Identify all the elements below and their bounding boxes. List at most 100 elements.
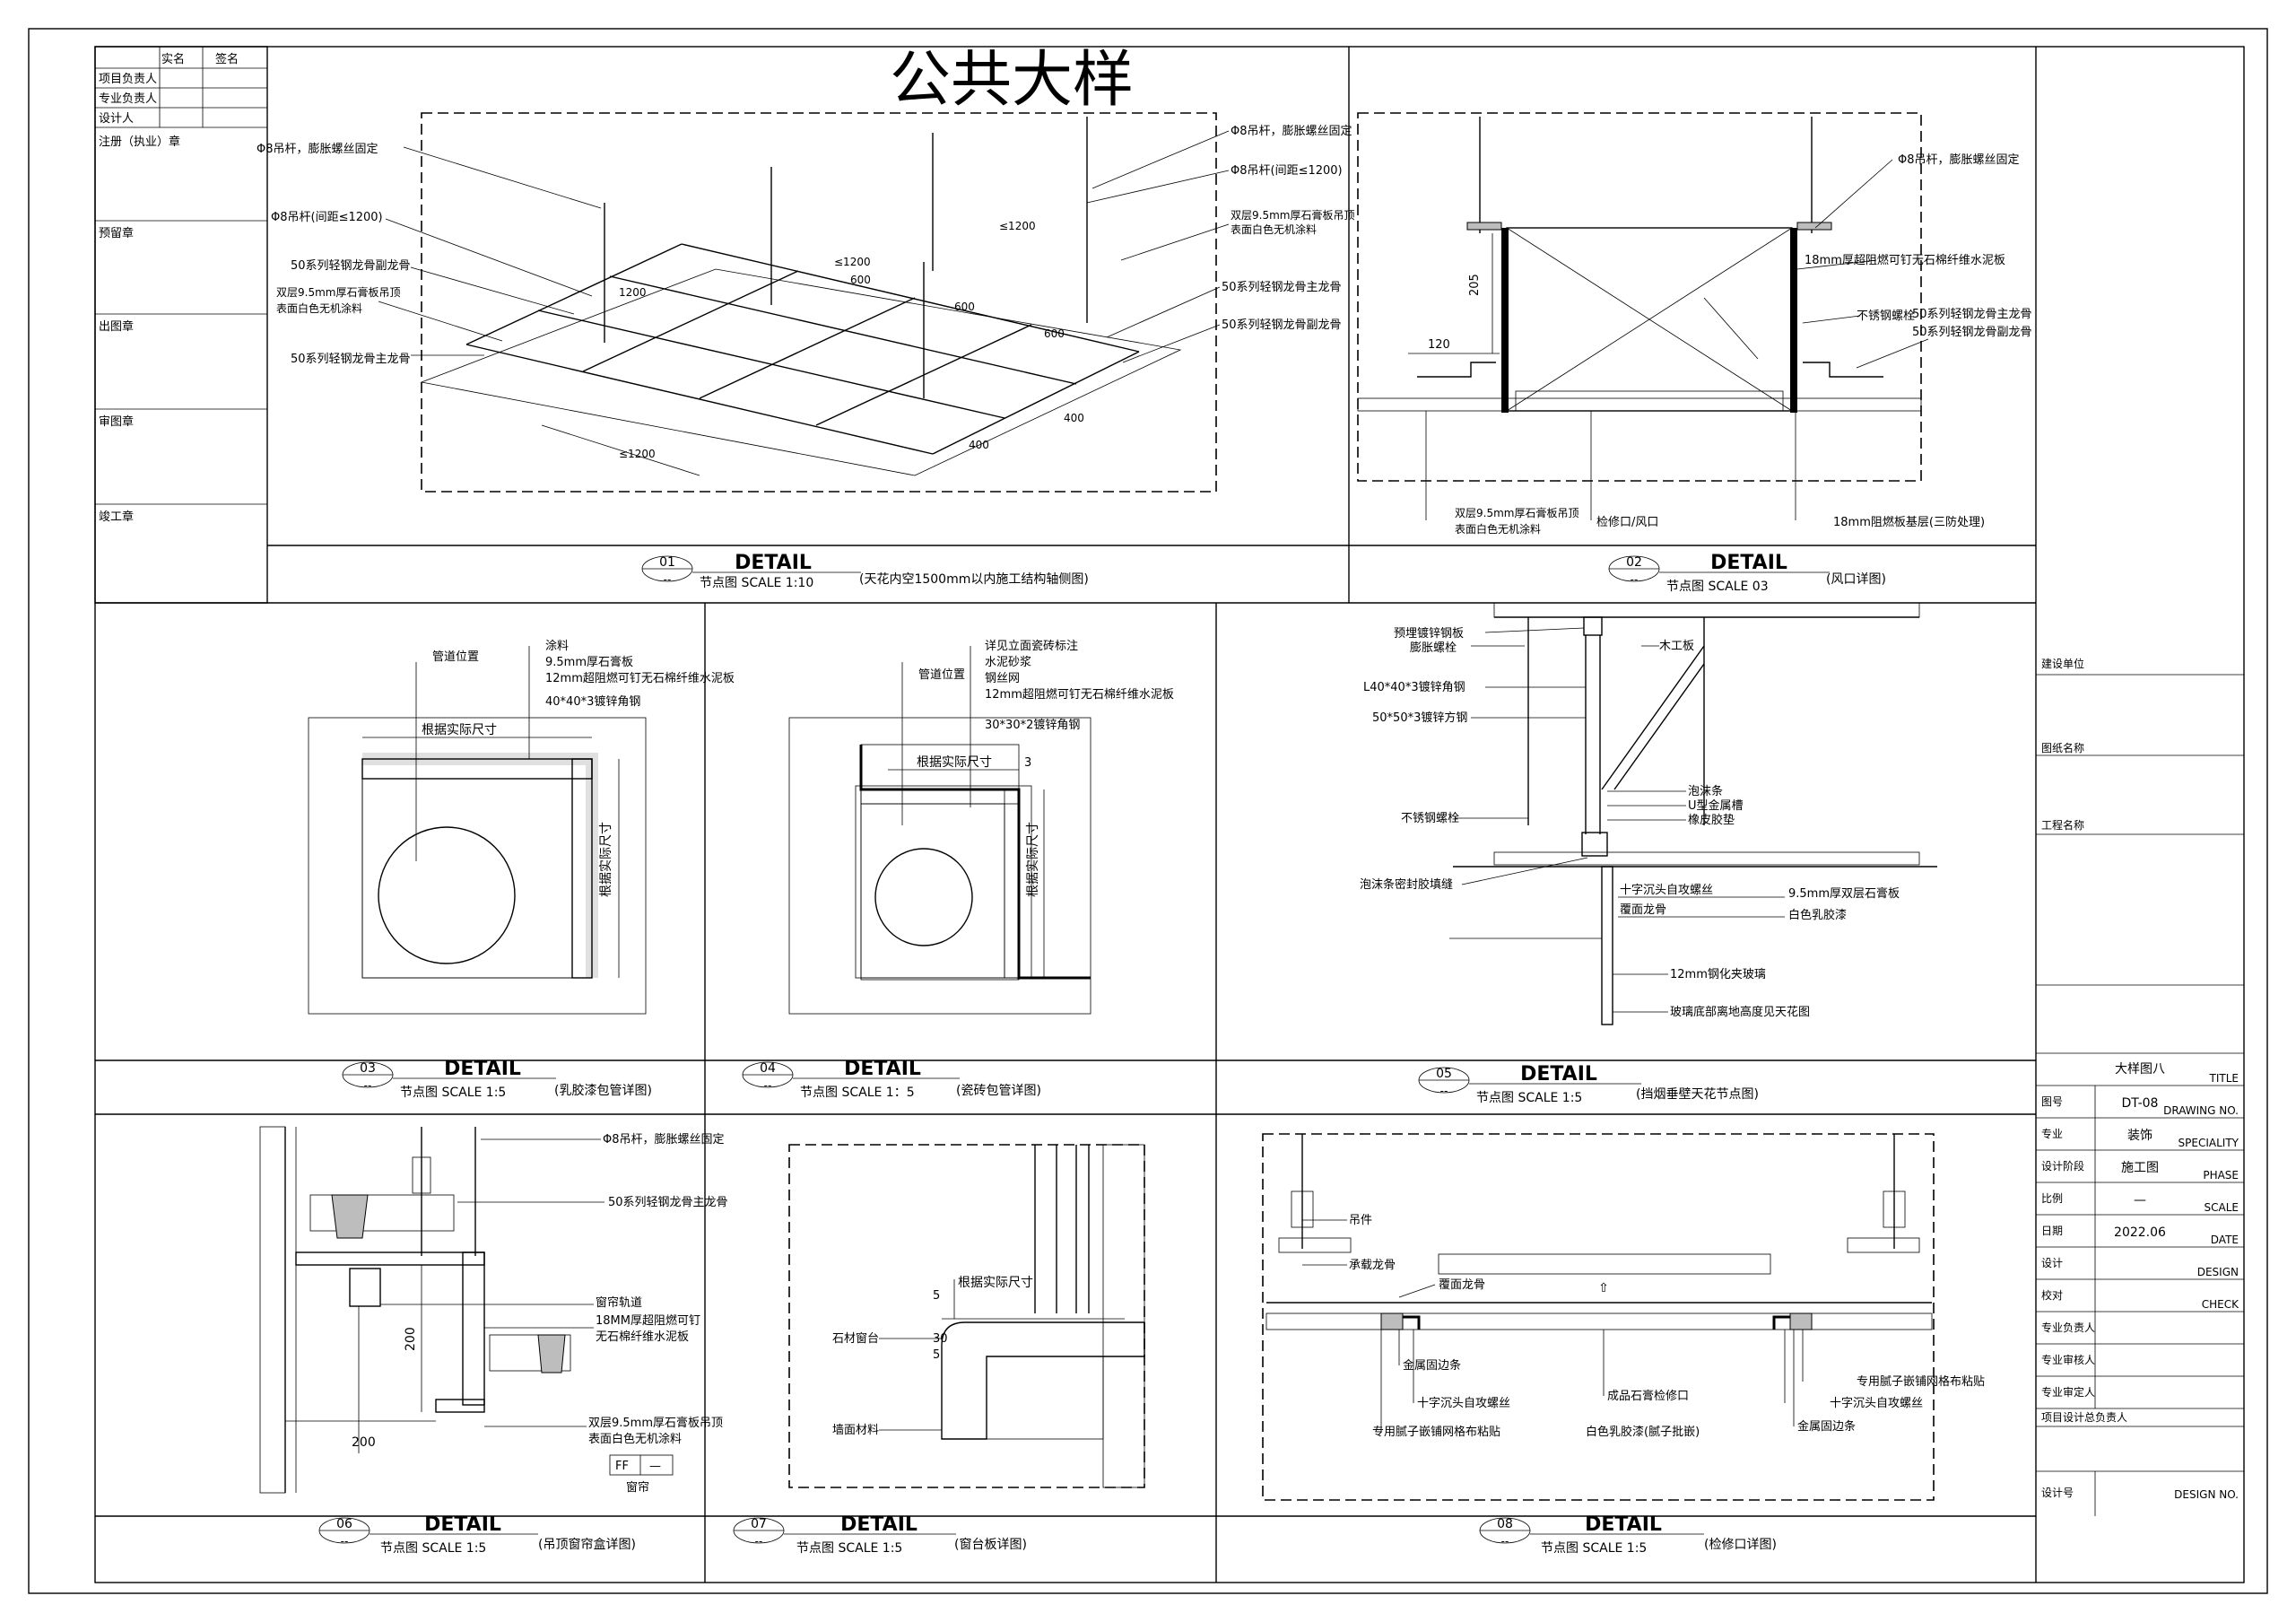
detail-04-num: 04: [760, 1061, 776, 1076]
stamp-row-specialty-lead: 专业负责人: [99, 92, 157, 106]
detail-title-01: 01 -- DETAIL 节点图 SCALE 1:10 (天花内空1500mm以…: [641, 552, 1089, 590]
d06-label-main-joist: 50系列轻钢龙骨主龙骨: [608, 1196, 728, 1209]
detail-01-desc: (天花内空1500mm以内施工结构轴侧图): [859, 572, 1089, 587]
d03-label-gypsum: 9.5mm厚石膏板: [545, 655, 633, 669]
tb-small-design-no: DESIGN NO.: [2174, 1488, 2239, 1501]
detail-02-drawing: 120 205 Φ8吊杆，膨胀螺丝固定 18mm厚超阻燃可钉无石棉纤维水泥板 不…: [1357, 112, 2032, 536]
d05-label-angle: L40*40*3镀锌角钢: [1363, 680, 1465, 694]
detail-04-drawing: 根据实际尺寸 3 根据实际尺寸 管道位置 详见立面瓷砖标注 水泥砂浆 钢丝网 1…: [788, 640, 1174, 1015]
d01-rlabel-board: 双层9.5mm厚石膏板吊顶: [1231, 208, 1354, 222]
tb-sign-design: 设计: [2041, 1257, 2063, 1269]
detail-title-06: 06 -- DETAIL 节点图 SCALE 1:5 (吊顶窗帘盒详图): [318, 1513, 636, 1556]
d04-dim-3: 3: [1024, 756, 1031, 770]
d06-label-rod: Φ8吊杆，膨胀螺丝固定: [603, 1133, 725, 1147]
d05-label-square: 50*50*3镀锌方钢: [1372, 711, 1467, 725]
detail-03-drawing: 根据实际尺寸 根据实际尺寸 管道位置 涂料 9.5mm厚石膏板 12mm超阻燃可…: [308, 639, 735, 1015]
tb-small-scale: SCALE: [2205, 1201, 2239, 1214]
d02-dim-205: 205: [1468, 274, 1482, 296]
detail-08-dash: --: [1501, 1535, 1509, 1548]
detail-01-dash: --: [664, 573, 672, 586]
d01-rlabel-paint: 表面白色无机涂料: [1231, 222, 1317, 236]
detail-06-scale: 节点图 SCALE 1:5: [380, 1541, 486, 1556]
d05-label-screw: 十字沉头自攻螺丝: [1620, 884, 1713, 897]
tb-sign-project-lead: 项目设计总负责人: [2041, 1411, 2127, 1424]
d08-label-screw-l: 十字沉头自攻螺丝: [1417, 1397, 1510, 1410]
tb-label-drawing-no: 图号: [2041, 1095, 2063, 1108]
tb-label-phase: 设计阶段: [2041, 1159, 2084, 1173]
seal-reserved: 预留章: [99, 226, 134, 240]
d05-label-height: 玻璃底部离地高度见天花图: [1670, 1005, 1810, 1019]
d01-dim-vert: 1200: [619, 286, 647, 299]
d05-label-latex: 白色乳胶漆: [1788, 908, 1847, 922]
d05-label-seal: 泡沫条密封胶填缝: [1360, 877, 1453, 892]
detail-title-05: 05 -- DETAIL 节点图 SCALE 1:5 (挡烟垂壁天花节点图): [1418, 1063, 1759, 1105]
tb-label-sheet-name: 图纸名称: [2041, 741, 2084, 754]
d06-label-cement-board: 无石棉纤维水泥板: [596, 1330, 689, 1344]
detail-05-word: DETAIL: [1520, 1063, 1597, 1086]
d03-label-paint: 涂料: [545, 639, 569, 653]
d07-label-sill: 石材窗台: [832, 1331, 879, 1346]
d02-label-sub-joist: 50系列轻钢龙骨副龙骨: [1912, 326, 2032, 339]
tb-label-project: 工程名称: [2041, 818, 2084, 832]
d05-label-uchannel: U型金属槽: [1688, 798, 1744, 813]
tb-small-title: TITLE: [2209, 1072, 2239, 1085]
detail-02-desc: (风口详图): [1826, 572, 1886, 587]
d02-label-board18: 18mm厚超阻燃可钉无石棉纤维水泥板: [1805, 253, 2005, 267]
tb-sign-design-no: 设计号: [2041, 1487, 2074, 1499]
detail-01-num: 01: [659, 555, 675, 570]
d04-label-mortar: 水泥砂浆: [985, 656, 1031, 669]
d05-label-gypsum: 9.5mm厚双层石膏板: [1788, 886, 1900, 901]
d04-dim-height: 根据实际尺寸: [1026, 822, 1040, 897]
detail-07-word: DETAIL: [840, 1513, 918, 1536]
detail-04-scale: 节点图 SCALE 1：5: [800, 1086, 915, 1100]
d05-label-plate: 预埋镀锌钢板: [1394, 626, 1464, 641]
d08-label-hanger: 吊件: [1349, 1214, 1372, 1227]
seal-issue: 出图章: [99, 319, 134, 334]
detail-08-num: 08: [1497, 1517, 1513, 1531]
seal-registered: 注册（执业）章: [99, 135, 180, 149]
d05-label-glass: 12mm钢化夹玻璃: [1670, 968, 1766, 981]
title-block: 建设单位 图纸名称 工程名称 大样图八 TITLE 图号 DT-08 DRAWI…: [2035, 47, 2244, 1583]
seal-review: 审图章: [99, 414, 134, 429]
detail-06-word: DETAIL: [424, 1513, 501, 1536]
d06-tag-curtain: 窗帘: [626, 1480, 649, 1495]
d04-dim-width: 根据实际尺寸: [917, 755, 992, 770]
d06-dim-height: 200: [404, 1327, 418, 1351]
detail-title-07: 07 -- DETAIL 节点图 SCALE 1:5 (窗台板详图): [733, 1513, 1027, 1556]
stamp-row-designer: 设计人: [99, 112, 134, 126]
d07-label-actual: 根据实际尺寸: [958, 1276, 1033, 1290]
detail-02-scale: 节点图 SCALE 03: [1666, 580, 1769, 594]
stamp-header-name: 实名: [161, 52, 185, 66]
d03-label-pipe: 管道位置: [432, 650, 479, 664]
d06-label-track: 窗帘轨道: [596, 1295, 642, 1310]
d01-dim-400b: 400: [1064, 412, 1084, 424]
detail-07-scale: 节点图 SCALE 1:5: [796, 1541, 902, 1556]
detail-04-word: DETAIL: [844, 1058, 921, 1080]
detail-03-desc: (乳胶漆包管详图): [554, 1083, 652, 1098]
d02-label-bolt: 不锈钢螺栓: [1857, 310, 1915, 323]
sheet-title: 公共大样: [890, 45, 1134, 116]
d02-label-paint: 表面白色无机涂料: [1455, 522, 1541, 536]
tb-label-specialty: 专业: [2041, 1127, 2063, 1140]
d01-dim-bottom: ≤1200: [619, 448, 656, 460]
d02-dim-120: 120: [1428, 338, 1450, 352]
d02-label-ceiling: 双层9.5mm厚石膏板吊顶: [1455, 506, 1578, 519]
inner-border: [94, 46, 2245, 1583]
d08-up-arrow-icon: ⇧: [1598, 1281, 1609, 1295]
d01-rlabel-main-joist: 50系列轻钢龙骨主龙骨: [1222, 281, 1342, 294]
d05-label-foam: 泡沫条: [1688, 784, 1723, 798]
d03-label-cement-board: 12mm超阻燃可钉无石棉纤维水泥板: [545, 671, 735, 685]
d01-dim-top: ≤1200: [999, 220, 1036, 232]
d08-label-hatch: 成品石膏检修口: [1607, 1389, 1689, 1403]
detail-03-num: 03: [360, 1061, 376, 1076]
d01-label-rod-spacing: Φ8吊杆(间距≤1200): [271, 211, 383, 224]
d06-tag-ff: FF: [615, 1460, 629, 1473]
tb-label-scale: 比例: [2041, 1192, 2063, 1205]
detail-04-desc: (瓷砖包管详图): [956, 1084, 1041, 1098]
d01-dim-600c: 600: [1044, 327, 1065, 340]
specialty-value: 装饰: [2127, 1129, 2152, 1143]
detail-05-drawing: 预埋镀锌钢板 膨胀螺栓 L40*40*3镀锌角钢 50*50*3镀锌方钢 不锈钢…: [1360, 602, 1937, 1025]
panel-grid: [95, 47, 2036, 1583]
tb-label-date: 日期: [2041, 1225, 2063, 1237]
d08-label-mesh-r: 专用腻子嵌铺网格布粘贴: [1857, 1374, 1985, 1389]
